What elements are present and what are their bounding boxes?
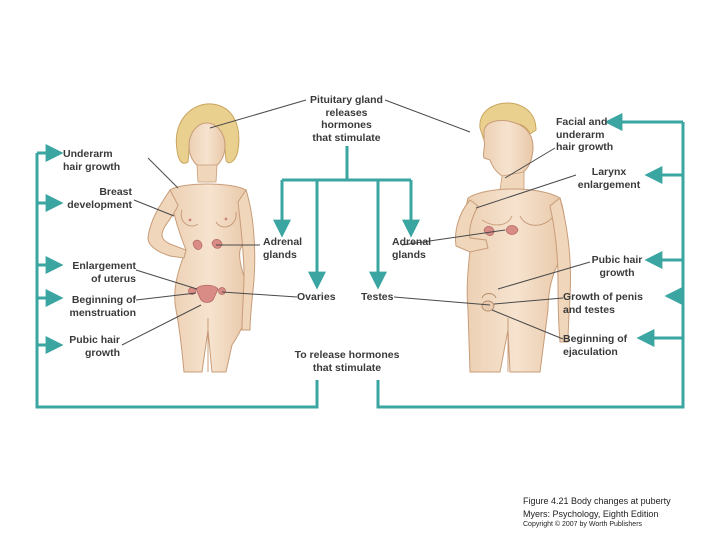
label-underarm-female: Underarm hair growth <box>63 148 120 173</box>
label-penis-line1: Growth of penis <box>563 291 643 303</box>
label-facial-line1: Facial and <box>556 116 608 128</box>
female-face <box>188 122 226 170</box>
label-adrenal-left-line2: glands <box>263 248 297 261</box>
label-larynx-line2: enlargement <box>577 178 641 191</box>
label-ovaries: Ovaries <box>297 291 336 304</box>
label-pituitary: Pituitary gland releases hormones that s… <box>296 94 397 144</box>
label-ovaries-text: Ovaries <box>297 291 336 303</box>
label-ejaculation: Beginning of ejaculation <box>563 333 627 358</box>
male-testes <box>481 300 495 312</box>
label-adrenal-left-line1: Adrenal <box>263 236 303 248</box>
label-larynx-line1: Larynx <box>591 166 627 178</box>
male-torso <box>465 188 566 373</box>
label-release-line2: that stimulate <box>312 361 382 374</box>
label-pubic-female-line1: Pubic hair <box>69 334 120 346</box>
label-underarm-female-line2: hair growth <box>63 160 121 173</box>
female-figure <box>147 103 256 373</box>
female-adrenal-right <box>211 238 223 249</box>
label-release: To release hormones that stimulate <box>290 349 404 374</box>
label-facial-line2: underarm <box>556 128 605 141</box>
arrows <box>35 113 685 409</box>
female-adrenal-left <box>192 239 203 250</box>
caption-title: Figure 4.21 Body changes at puberty <box>523 496 671 506</box>
label-breast-line2: development <box>67 198 132 211</box>
label-penis-line2: and testes <box>563 303 615 316</box>
male-right-arm <box>455 199 489 253</box>
label-larynx: Larynx enlargement <box>576 166 642 191</box>
label-pubic-female-line2: growth <box>85 346 120 359</box>
female-left-arm <box>147 189 187 259</box>
male-face <box>482 119 534 179</box>
label-breast: Breast development <box>62 186 132 211</box>
label-ejaculation-line1: Beginning of <box>563 333 628 345</box>
left-loop-path <box>35 153 319 409</box>
label-menstruation: Beginning of menstruation <box>62 294 136 319</box>
male-left-arm <box>549 197 571 343</box>
label-pubic-male-line1: Pubic hair <box>591 254 643 266</box>
label-release-line1: To release hormones <box>294 349 400 361</box>
label-pubic-male: Pubic hair growth <box>588 254 646 279</box>
label-pituitary-line1: Pituitary gland <box>310 94 383 106</box>
female-hair <box>175 103 240 164</box>
label-menstruation-line1: Beginning of <box>71 294 136 306</box>
label-pituitary-line4: that stimulate <box>312 131 381 144</box>
male-figure <box>455 102 571 373</box>
label-testes: Testes <box>361 291 394 304</box>
right-loop-path <box>376 122 685 409</box>
label-adrenal-left: Adrenal glands <box>263 236 302 261</box>
label-adrenal-right-line2: glands <box>392 248 426 261</box>
label-breast-line1: Breast <box>99 186 132 198</box>
label-uterus-line1: Enlargement <box>72 260 136 272</box>
label-facial-line3: hair growth <box>556 141 614 153</box>
label-pituitary-line2: releases <box>325 106 368 119</box>
caption-copyright: Copyright © 2007 by Worth Publishers <box>523 521 643 528</box>
label-adrenal-right: Adrenal glands <box>392 236 431 261</box>
label-adrenal-right-line1: Adrenal <box>392 236 432 248</box>
label-underarm-female-line1: Underarm <box>63 148 113 160</box>
label-uterus: Enlargement of uterus <box>62 260 136 285</box>
label-pubic-female: Pubic hair growth <box>62 334 120 359</box>
male-adrenal-right <box>505 225 519 235</box>
label-menstruation-line2: menstruation <box>69 306 136 319</box>
caption-book: Myers: Psychology, Eighth Edition <box>523 509 659 519</box>
label-pituitary-line3: hormones <box>321 119 372 131</box>
female-uterus <box>195 284 219 303</box>
label-pubic-male-line2: growth <box>599 266 635 279</box>
leader-lines <box>121 99 591 346</box>
label-uterus-line2: of uterus <box>91 272 136 285</box>
label-testes-text: Testes <box>361 291 394 303</box>
label-ejaculation-line2: ejaculation <box>563 345 618 358</box>
label-facial: Facial and underarm hair growth <box>556 116 613 154</box>
label-penis: Growth of penis and testes <box>563 291 643 316</box>
